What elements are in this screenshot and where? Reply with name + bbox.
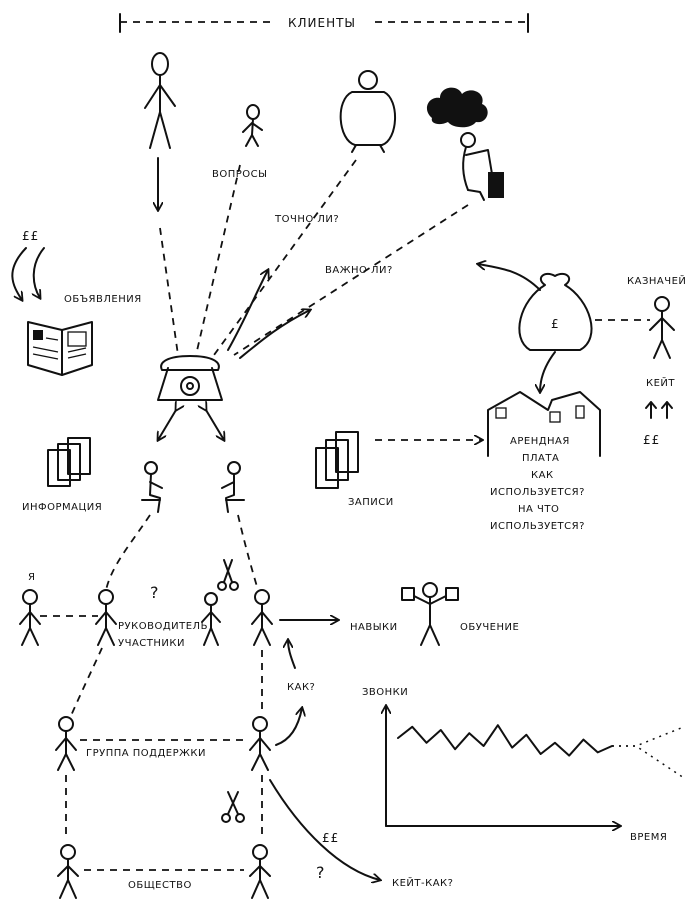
- calls-label: ЗВОНКИ: [362, 687, 408, 698]
- treasurer-figure: [649, 296, 675, 359]
- accuracy-label: ТОЧНО ЛИ?: [274, 214, 339, 225]
- participants-label: УЧАСТНИКИ: [118, 638, 185, 649]
- pounds-kate: ££: [643, 433, 660, 447]
- house-icon: [487, 391, 601, 457]
- importance-label: ВАЖНО ЛИ?: [325, 265, 393, 276]
- forecast-upper-line: [612, 726, 685, 747]
- client-figure-worried: [426, 87, 504, 201]
- for-what-label: НА ЧТО: [518, 504, 559, 515]
- bag-pound: £: [551, 317, 560, 331]
- is-used-label-2: ИСПОЛЬЗУЕТСЯ?: [490, 521, 585, 532]
- clients-bracket: КЛИЕНТЫ: [119, 13, 529, 33]
- figure-support-left: [55, 716, 77, 771]
- society-label: ОБЩЕСТВО: [128, 880, 192, 891]
- client-figure-child: [242, 104, 263, 147]
- clients-label: КЛИЕНТЫ: [288, 16, 356, 30]
- calls-chart: ЗВОНКИ ВРЕМЯ: [362, 687, 685, 843]
- scissors-icon: [217, 559, 239, 591]
- pounds-announcements: ££: [22, 229, 39, 243]
- time-label: ВРЕМЯ: [630, 832, 667, 843]
- figure-society-right: [249, 844, 271, 899]
- skills-label: НАВЫКИ: [350, 622, 398, 633]
- question-mark-society: ?: [316, 863, 325, 882]
- volunteer-left: [141, 461, 163, 513]
- volunteer-right: [221, 461, 245, 513]
- figure-support-right: [249, 716, 271, 771]
- documents-icon-records: [315, 431, 359, 489]
- client-figure-round: [339, 70, 397, 153]
- money-bag-icon: £: [518, 272, 593, 351]
- documents-icon-information: [47, 437, 91, 487]
- support-group-label: ГРУППА ПОДДЕРЖКИ: [86, 748, 206, 759]
- is-used-label: ИСПОЛЬЗУЕТСЯ?: [490, 487, 585, 498]
- how-q-label: КАК?: [287, 682, 315, 693]
- figure-society-left: [57, 844, 79, 899]
- records-label: ЗАПИСИ: [348, 497, 394, 508]
- kate-how-label: КЕЙТ-КАК?: [392, 876, 453, 889]
- calls-series: [397, 724, 685, 779]
- rent-label: АРЕНДНАЯ: [510, 436, 570, 447]
- question-mark-leader: ?: [150, 583, 159, 602]
- leader-label: РУКОВОДИТЕЛЬ: [118, 621, 208, 632]
- scissors-icon-2: [221, 791, 245, 823]
- information-label: ИНФОРМАЦИЯ: [22, 502, 102, 513]
- training-label: ОБУЧЕНИЕ: [460, 622, 519, 633]
- how-label: КАК: [531, 470, 554, 481]
- phone-icon: [157, 355, 223, 401]
- me-label: Я: [28, 572, 35, 583]
- announcements-label: ОБЪЯВЛЕНИЯ: [64, 294, 142, 305]
- treasurer-label: КАЗНАЧЕЙ: [627, 274, 686, 287]
- announcements-group: ££ ОБЪЯВЛЕНИЯ: [11, 229, 142, 376]
- payment-label: ПЛАТА: [522, 453, 559, 464]
- kate-label: КЕЙТ: [646, 376, 675, 389]
- client-figure-tall: [144, 52, 176, 149]
- calls-line: [397, 724, 613, 757]
- pounds-society: ££: [322, 831, 339, 845]
- dumbbells-icon: [401, 582, 459, 646]
- newspaper-icon: [27, 321, 93, 376]
- figure-me: [19, 589, 41, 646]
- forecast-lower-line: [612, 745, 685, 779]
- questions-label: ВОПРОСЫ: [212, 169, 267, 180]
- figure-leader: [95, 589, 117, 646]
- figure-volunteer-main: [251, 589, 273, 646]
- figure-participant: [201, 592, 221, 646]
